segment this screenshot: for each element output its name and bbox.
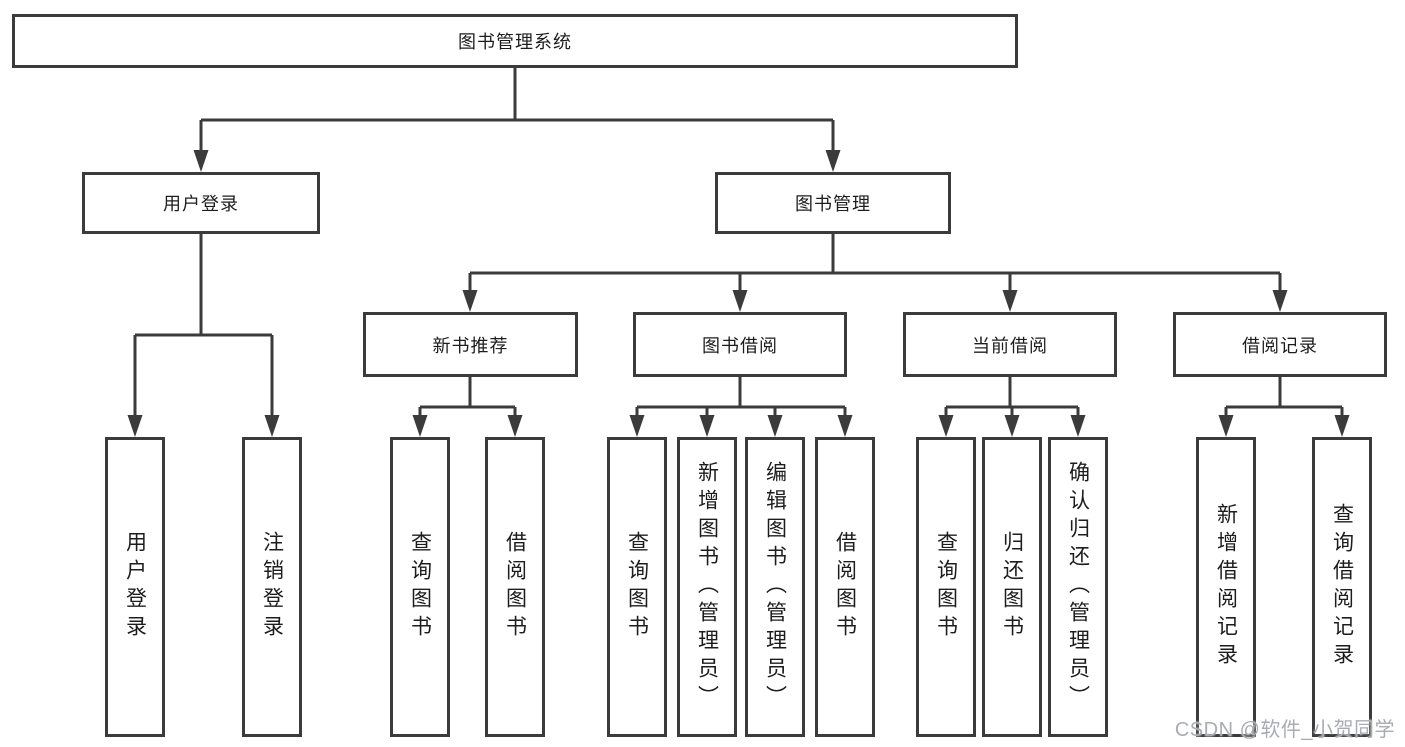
leaf-logout: 注销登录	[242, 437, 302, 737]
node-current-borrowing: 当前借阅	[903, 312, 1117, 377]
new-book-recommend-branch	[412, 377, 523, 437]
leaf-recommend-query-books-label: 查询图书	[408, 531, 432, 643]
leaf-current-query-books-label: 查询图书	[934, 531, 958, 643]
leaf-edit-books-admin-label: 编辑图书（管理员）	[763, 461, 787, 713]
leaf-recommend-query-books: 查询图书	[390, 437, 450, 737]
node-new-book-recommend: 新书推荐	[363, 312, 578, 377]
node-borrowing-records-label: 借阅记录	[1242, 335, 1318, 356]
leaf-recommend-borrow-books-label: 借阅图书	[503, 531, 527, 643]
node-root-label: 图书管理系统	[458, 32, 572, 52]
leaf-logout-label: 注销登录	[260, 531, 284, 643]
user-login-branch	[127, 234, 280, 437]
node-book-management: 图书管理	[715, 172, 951, 234]
node-current-borrowing-label: 当前借阅	[972, 335, 1048, 356]
leaf-return-books: 归还图书	[982, 437, 1042, 737]
node-user-login-label: 用户登录	[163, 194, 239, 214]
leaf-confirm-return-admin: 确认归还（管理员）	[1048, 437, 1108, 737]
borrowing-records-branch	[1218, 377, 1350, 437]
root-branch	[193, 68, 841, 172]
leaf-recommend-borrow-books: 借阅图书	[485, 437, 545, 737]
csdn-watermark: CSDN @软件_小贺同学	[1174, 719, 1395, 741]
leaf-add-borrow-record: 新增借阅记录	[1196, 437, 1256, 737]
leaf-query-borrow-record-label: 查询借阅记录	[1330, 503, 1354, 671]
leaf-query-borrow-record: 查询借阅记录	[1312, 437, 1372, 737]
leaf-confirm-return-admin-label: 确认归还（管理员）	[1066, 461, 1090, 713]
leaf-add-books-admin-label: 新增图书（管理员）	[695, 461, 719, 713]
node-book-management-label: 图书管理	[795, 194, 871, 214]
leaf-user-login-label: 用户登录	[123, 531, 147, 643]
node-new-book-recommend-label: 新书推荐	[432, 335, 509, 356]
node-book-borrowing-label: 图书借阅	[702, 335, 778, 356]
leaf-edit-books-admin: 编辑图书（管理员）	[745, 437, 805, 737]
node-root: 图书管理系统	[12, 14, 1018, 68]
leaf-add-borrow-record-label: 新增借阅记录	[1214, 503, 1238, 671]
leaf-add-books-admin: 新增图书（管理员）	[677, 437, 737, 737]
leaf-borrowing-query-books: 查询图书	[607, 437, 667, 737]
book-management-branch	[462, 234, 1288, 312]
node-borrowing-records: 借阅记录	[1173, 312, 1387, 377]
node-user-login: 用户登录	[82, 172, 320, 234]
leaf-borrow-books: 借阅图书	[815, 437, 875, 737]
leaf-borrow-books-label: 借阅图书	[833, 531, 857, 643]
current-borrowing-branch	[938, 377, 1086, 437]
book-borrowing-branch	[629, 377, 853, 437]
node-book-borrowing: 图书借阅	[633, 312, 847, 377]
leaf-current-query-books: 查询图书	[916, 437, 976, 737]
leaf-user-login: 用户登录	[105, 437, 165, 737]
leaf-return-books-label: 归还图书	[1000, 531, 1024, 643]
leaf-borrowing-query-books-label: 查询图书	[625, 531, 649, 643]
